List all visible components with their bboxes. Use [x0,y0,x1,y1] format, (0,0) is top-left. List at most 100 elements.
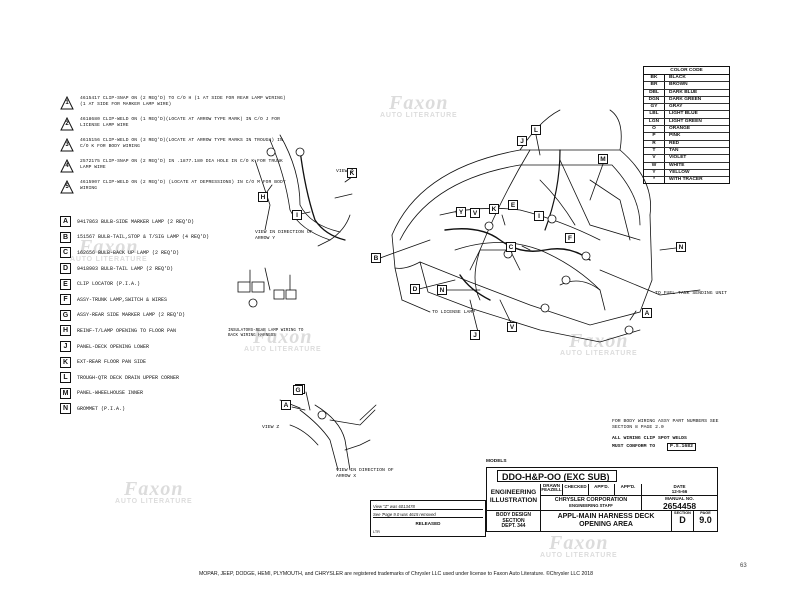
callout-label: A [642,308,652,318]
notes-list: 1 4615417 CLIP-SNAP ON (2 REQ'D) TO C/O … [60,96,290,201]
manual-cell: MANUAL NO.2654458 [642,496,717,511]
legend-key: E [60,278,71,290]
legend-text: GROMMET (P.I.A.) [77,405,126,412]
callout-label: V [470,208,480,218]
callout-label: K [489,204,499,214]
legend-item: E CLIP LOCATOR (P.I.A.) [60,276,230,292]
legend-key: B [60,231,71,243]
legend-key: H [60,325,71,337]
note-text: 4615417 CLIP-SNAP ON (2 REQ'D) TO C/O H … [80,96,286,107]
note-text: 4615907 CLIP-WELD ON (2 REQ'D) (LOCATE A… [80,180,286,191]
legend-item: L TROUGH-QTR DECK DRAIN UPPER CORNER [60,370,230,386]
callout-label: C [506,242,516,252]
revision-row: See 'Page 9.0 was 4615 removed [373,512,483,518]
legend-key: J [60,341,71,353]
note-item: 4 2572175 CLIP-SNAP ON (2 REQ'D) IN .187… [60,159,290,173]
callout-label: N [676,242,686,252]
callout-label: I [534,211,544,221]
engineering-illustration: ENGINEERING ILLUSTRATION [487,484,541,511]
legend-item: K EXT-REAR FLOOR PAN SIDE [60,354,230,370]
view-y-label: VIEW IN DIRECTION OF ARROW Y [255,230,313,241]
view-x-label: VIEW IN DIRECTION OF ARROW X [336,468,394,479]
legend-item: J PANEL-DECK OPENING LOWER [60,339,230,355]
legend-text: 162656 BULB-BACK UP LAMP (2 REQ'D) [77,249,180,256]
triangle-note-icon: 4 [60,159,74,173]
callout-label: K [347,168,357,178]
legend-text: 151567 BULB-TAIL,STOP & T/SIG LAMP (4 RE… [77,234,210,241]
callout-label: G [293,385,303,395]
legend-key: G [60,309,71,321]
fuel-tank-label: TO FUEL TANK SENDING UNIT [655,291,727,296]
legend-key: D [60,263,71,275]
note-text: 4618680 CLIP-WELD ON (1 REQ'D)(LOCATE AT… [80,117,280,128]
callout-label: N [437,285,447,295]
revision-block: View "Z" was 6013478 See 'Page 9.0 was 4… [370,500,486,537]
callout-label: J [517,136,527,146]
callout-label: H [258,192,268,202]
legend-text: CLIP LOCATOR (P.I.A.) [77,281,141,288]
checked-cell: CHECKED [563,484,589,496]
insulators-label: INSULATORS-REAR LAMP WIRING TO BACK WIRI… [228,329,304,338]
legend-text: PANEL-WHEELHOUSE INNER [77,390,144,397]
appd-cell: APP'D. [615,484,642,496]
legend-text: TROUGH-QTR DECK DRAIN UPPER CORNER [77,374,180,381]
note-text: 2572175 CLIP-SNAP ON (2 REQ'D) IN .1877.… [80,159,283,170]
callout-label: F [565,233,575,243]
appd-cell: APP'D. [589,484,615,496]
view-z-label: VIEW Z [336,169,354,174]
triangle-note-icon: 3 [60,138,74,152]
legend-item: N GROMMET (P.I.A.) [60,401,230,417]
callout-label: B [371,253,381,263]
callout-label: I [292,210,302,220]
callout-label: M [598,154,608,164]
note-item: 2 4618680 CLIP-WELD ON (1 REQ'D)(LOCATE … [60,117,290,131]
body-wiring-note: FOR BODY WIRING ASSY PART NUMBERS SEE SE… [612,419,719,430]
color-code-row: *WITH TRACER [644,177,729,184]
legend-text: EXT-REAR FLOOR PAN SIDE [77,359,147,366]
legend-key: L [60,372,71,384]
legend-text: REINF-T/LAMP OPENING TO FLOOR PAN [77,327,177,334]
callout-label: J [470,330,480,340]
legend-key: A [60,216,71,228]
callout-label: L [531,125,541,135]
released-label: RELEASED [415,521,441,526]
callout-label: A [281,400,291,410]
legend-text: PANEL-DECK OPENING LOWER [77,343,150,350]
note-item: 1 4615417 CLIP-SNAP ON (2 REQ'D) TO C/O … [60,96,290,110]
callout-label: V [507,322,517,332]
triangle-note-icon: 2 [60,117,74,131]
legend-key: N [60,403,71,415]
legend-item: H REINF-T/LAMP OPENING TO FLOOR PAN [60,323,230,339]
spot-weld-note: ALL WIRING CLIP SPOT WELDS [612,436,687,441]
legend-key: K [60,356,71,368]
ltr-label: LTR [373,530,380,534]
note-text: 4615156 CLIP-WELD ON (3 REQ'D)(LOCATE AT… [80,138,283,149]
